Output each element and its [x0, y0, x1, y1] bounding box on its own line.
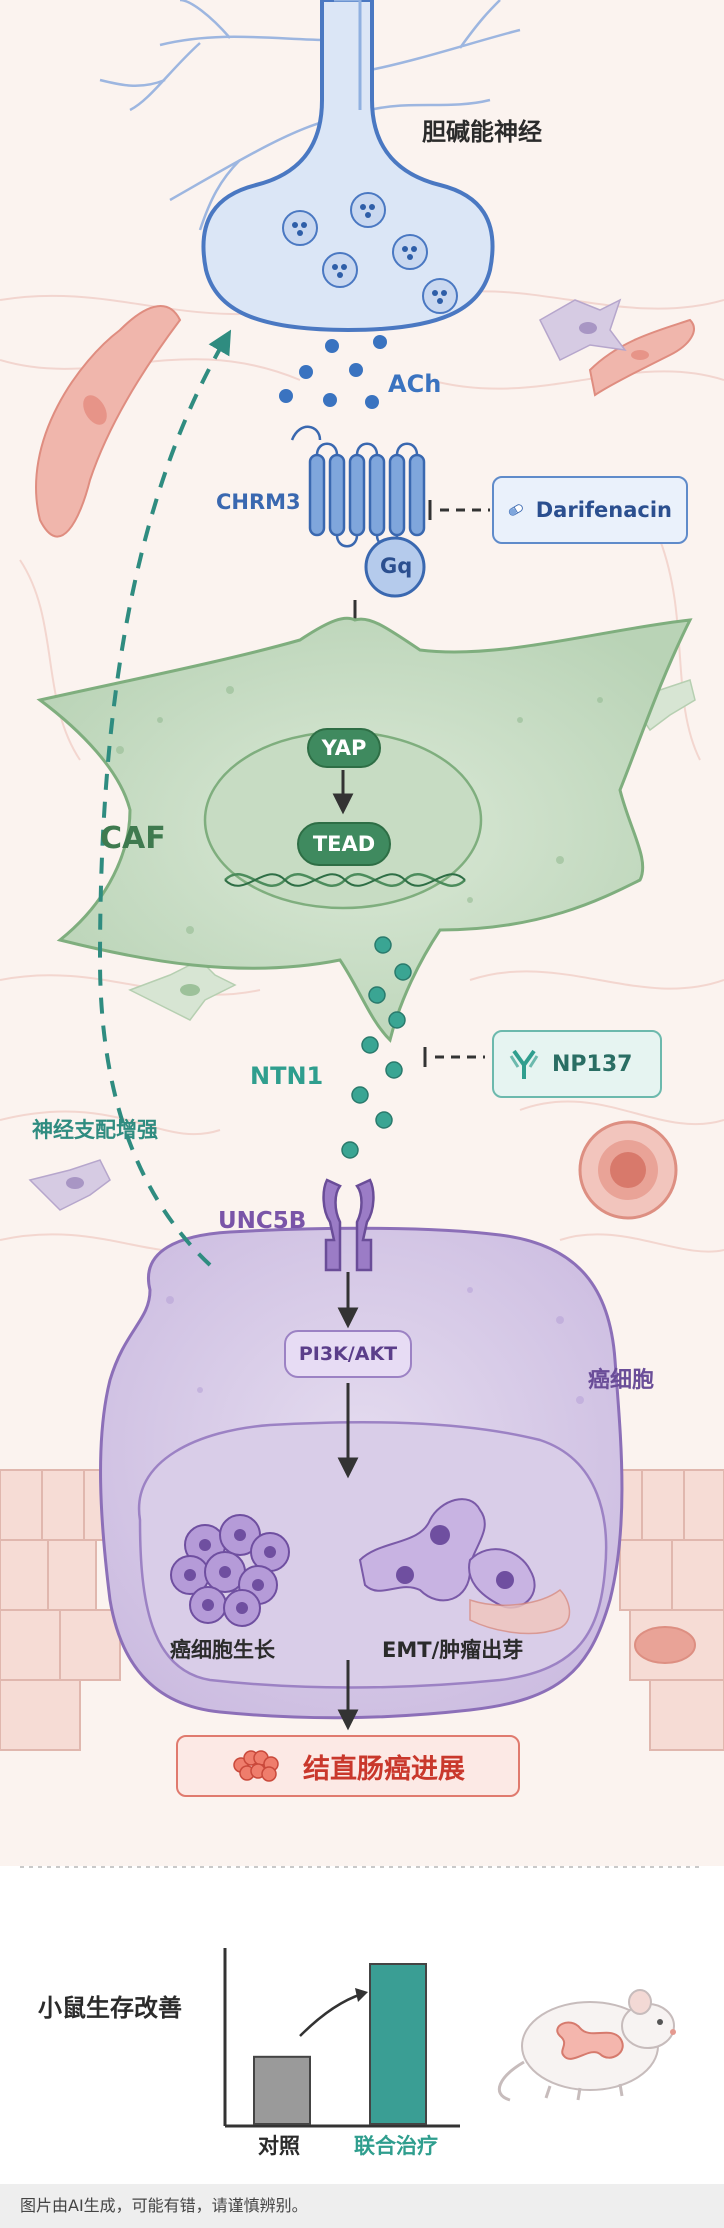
- darifenacin-inhibition: [428, 500, 490, 520]
- unc5b-receptor: [322, 1178, 375, 1272]
- gq-label: Gq: [380, 554, 413, 578]
- np137-inhibition: [423, 1047, 485, 1067]
- ntn1-label: NTN1: [250, 1062, 324, 1090]
- tumor-mass-icon: [233, 1750, 279, 1782]
- tead-node: TEAD: [297, 822, 391, 866]
- progression-node: 结直肠癌进展: [176, 1735, 520, 1797]
- footer-bar: 图片由AI生成，可能有错，请谨慎辨别。: [0, 2184, 724, 2228]
- growth-label: 癌细胞生长: [170, 1638, 275, 1662]
- survival-bar-control: [253, 2055, 311, 2125]
- category-label-combination: 联合治疗: [354, 2134, 438, 2158]
- fibroblast-left: [35, 305, 182, 538]
- survival-title: 小鼠生存改善: [38, 1994, 182, 2022]
- innervation-feedback-arrow: [97, 329, 232, 1267]
- emt-budding-icon: [358, 1498, 571, 1635]
- ach-label: ACh: [388, 370, 442, 398]
- panel-divider: [20, 1866, 704, 1868]
- innervation-label: 神经支配增强: [32, 1118, 158, 1142]
- pathway-illustration: [0, 0, 724, 1751]
- cancer-cell-label: 癌细胞: [588, 1368, 655, 1393]
- chrm3-receptor: [290, 425, 426, 548]
- np137-label: NP137: [552, 1051, 633, 1077]
- nerve-label: 胆碱能神经: [422, 118, 542, 146]
- mouse-icon: [497, 1989, 676, 2102]
- trend-arrow-head: [355, 1988, 368, 2002]
- progression-label: 结直肠癌进展: [303, 1753, 465, 1785]
- ntn1-molecules: [341, 936, 412, 1159]
- darifenacin-drug: Darifenacin: [492, 476, 688, 544]
- pi3k-akt-node: PI3K/AKT: [284, 1330, 412, 1378]
- darifenacin-label: Darifenacin: [535, 498, 672, 522]
- caf-label: CAF: [100, 821, 166, 856]
- unc5b-label: UNC5B: [218, 1208, 307, 1234]
- survival-bar-chart: [223, 1948, 460, 2128]
- trend-arrow: [299, 1992, 363, 2037]
- survival-bar-combination: [369, 1963, 427, 2125]
- pill-icon: [508, 504, 523, 516]
- emt-label: EMT/肿瘤出芽: [382, 1638, 524, 1662]
- chrm3-label: CHRM3: [216, 490, 301, 514]
- yap-node: YAP: [307, 728, 381, 768]
- category-label-control: 对照: [258, 2134, 300, 2158]
- cholinergic-nerve: [99, 0, 521, 333]
- footer-disclaimer: 图片由AI生成，可能有错，请谨慎辨别。: [20, 2196, 308, 2215]
- np137-drug: NP137: [492, 1030, 662, 1098]
- gq-protein: [364, 536, 426, 598]
- survival-panel: 小鼠生存改善 对照 联合治疗 图片由AI生成，可能有错，请谨慎辨别。: [0, 1866, 724, 2228]
- antibody-icon: [509, 1049, 539, 1079]
- ach-molecules: [279, 335, 387, 409]
